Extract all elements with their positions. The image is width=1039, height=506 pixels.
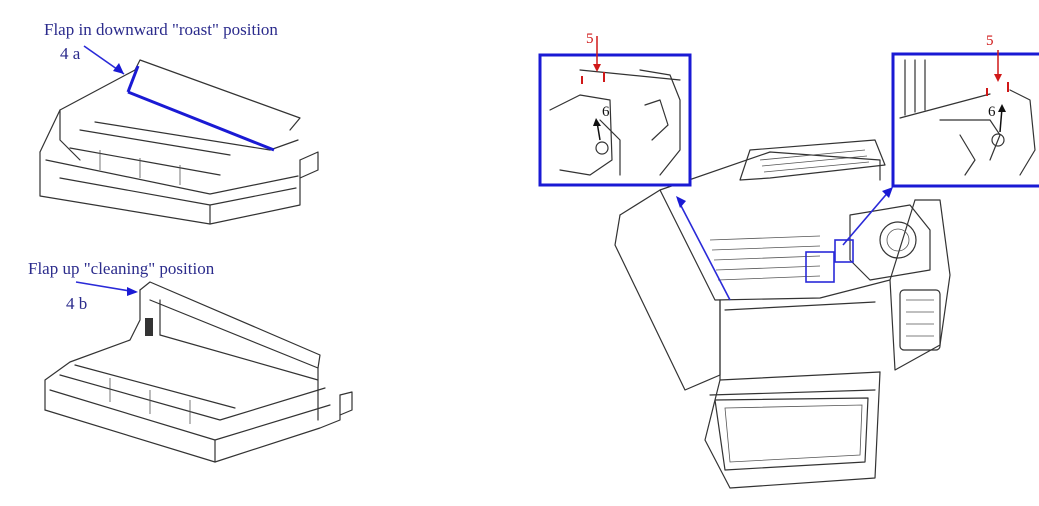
arrow-4b-head xyxy=(127,287,138,296)
arrow-4b-line xyxy=(75,281,137,293)
left-panel: Flap in downward "roast" position 4 a Fl… xyxy=(0,0,400,506)
arrow-4a-head xyxy=(113,63,124,74)
right-inset xyxy=(891,50,1039,188)
left-inset-label-6: 6 xyxy=(602,104,610,120)
caption-roast: Flap in downward "roast" position xyxy=(44,20,278,39)
hinge-highlight-right xyxy=(834,239,854,263)
right-panel: 5 6 5 6 xyxy=(520,0,1039,506)
label-4a: 4 a xyxy=(60,44,81,63)
leader-right-head xyxy=(882,187,893,198)
hinge-block xyxy=(145,318,153,336)
top-vent xyxy=(739,139,886,181)
tray-cleaning-drawing xyxy=(44,281,353,463)
left-inset-frame xyxy=(538,53,692,187)
leader-left-head xyxy=(676,196,686,208)
leader-right-line xyxy=(842,189,891,246)
label-4b: 4 b xyxy=(66,294,88,313)
hinge-highlight-left xyxy=(805,251,835,283)
tray-roast-drawing xyxy=(39,59,319,225)
roast-flap-highlight-line xyxy=(127,90,275,152)
right-inset-label-6: 6 xyxy=(988,104,996,120)
roast-flap-highlight-edge xyxy=(126,65,140,93)
oven-body xyxy=(614,151,951,391)
leader-left-line xyxy=(677,199,731,301)
tray-drawings xyxy=(39,45,353,463)
left-inset xyxy=(538,36,692,187)
oven-drawing xyxy=(538,36,1039,489)
left-inset-label-5: 5 xyxy=(586,31,594,47)
caption-cleaning: Flap up "cleaning" position xyxy=(28,259,215,278)
right-inset-label-5: 5 xyxy=(986,33,994,49)
oven-door xyxy=(704,371,881,489)
